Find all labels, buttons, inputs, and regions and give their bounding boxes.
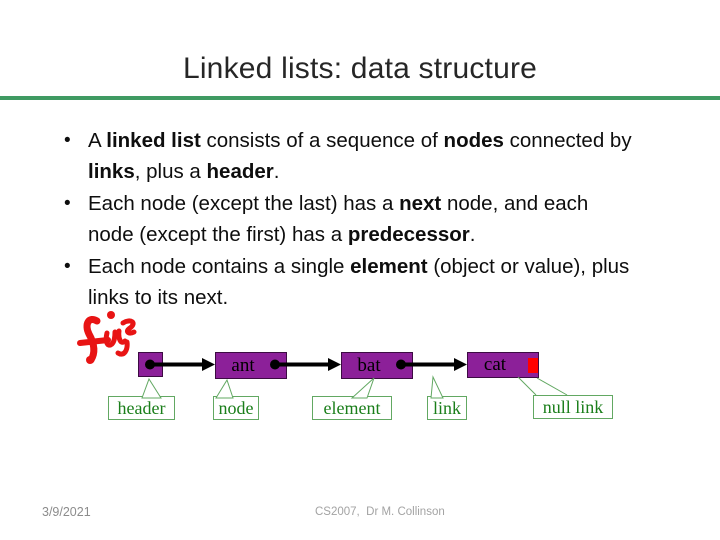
node-cat: cat	[467, 352, 539, 378]
bullet-text: Each node (except the last) has a next n…	[88, 192, 589, 246]
label-header: header	[108, 396, 175, 420]
node-element-text: ant	[231, 354, 255, 376]
node-element-text: cat	[483, 354, 507, 375]
bullet-item-2: • Each node (except the last) has a next …	[64, 188, 676, 250]
label-node: node	[213, 396, 259, 420]
node-ant: ant	[215, 352, 287, 379]
bullet-dot: •	[64, 130, 71, 151]
bullet-text: Each node contains a single element (obj…	[88, 255, 630, 309]
pointer-link	[430, 375, 444, 399]
node-bat: bat	[341, 352, 413, 379]
bullet-text: A linked list consists of a sequence of …	[88, 129, 632, 183]
pointer-null-link-1	[517, 376, 537, 396]
title-divider	[0, 96, 720, 100]
header-node	[138, 352, 163, 377]
bullet-item-1: • A linked list consists of a sequence of…	[64, 125, 676, 187]
footer-credit: CS2007, Dr M. Collinson	[315, 506, 445, 518]
pointer-null-link-2	[536, 377, 568, 396]
label-element: element	[312, 396, 392, 420]
bullet-item-3: • Each node contains a single element (ob…	[64, 251, 676, 313]
node-element-text: bat	[357, 354, 381, 376]
pointer-element	[350, 377, 375, 399]
label-null-link: null link	[533, 395, 613, 419]
label-link: link	[427, 396, 467, 420]
red-scribble-decoration	[77, 311, 137, 364]
bullet-dot: •	[64, 256, 71, 277]
bullet-dot: •	[64, 193, 71, 214]
callout-pointers	[141, 375, 568, 399]
bullet-list: • A linked list consists of a sequence of…	[64, 125, 676, 314]
footer-date: 3/9/2021	[42, 505, 91, 519]
page-title: Linked lists: data structure	[182, 52, 538, 85]
